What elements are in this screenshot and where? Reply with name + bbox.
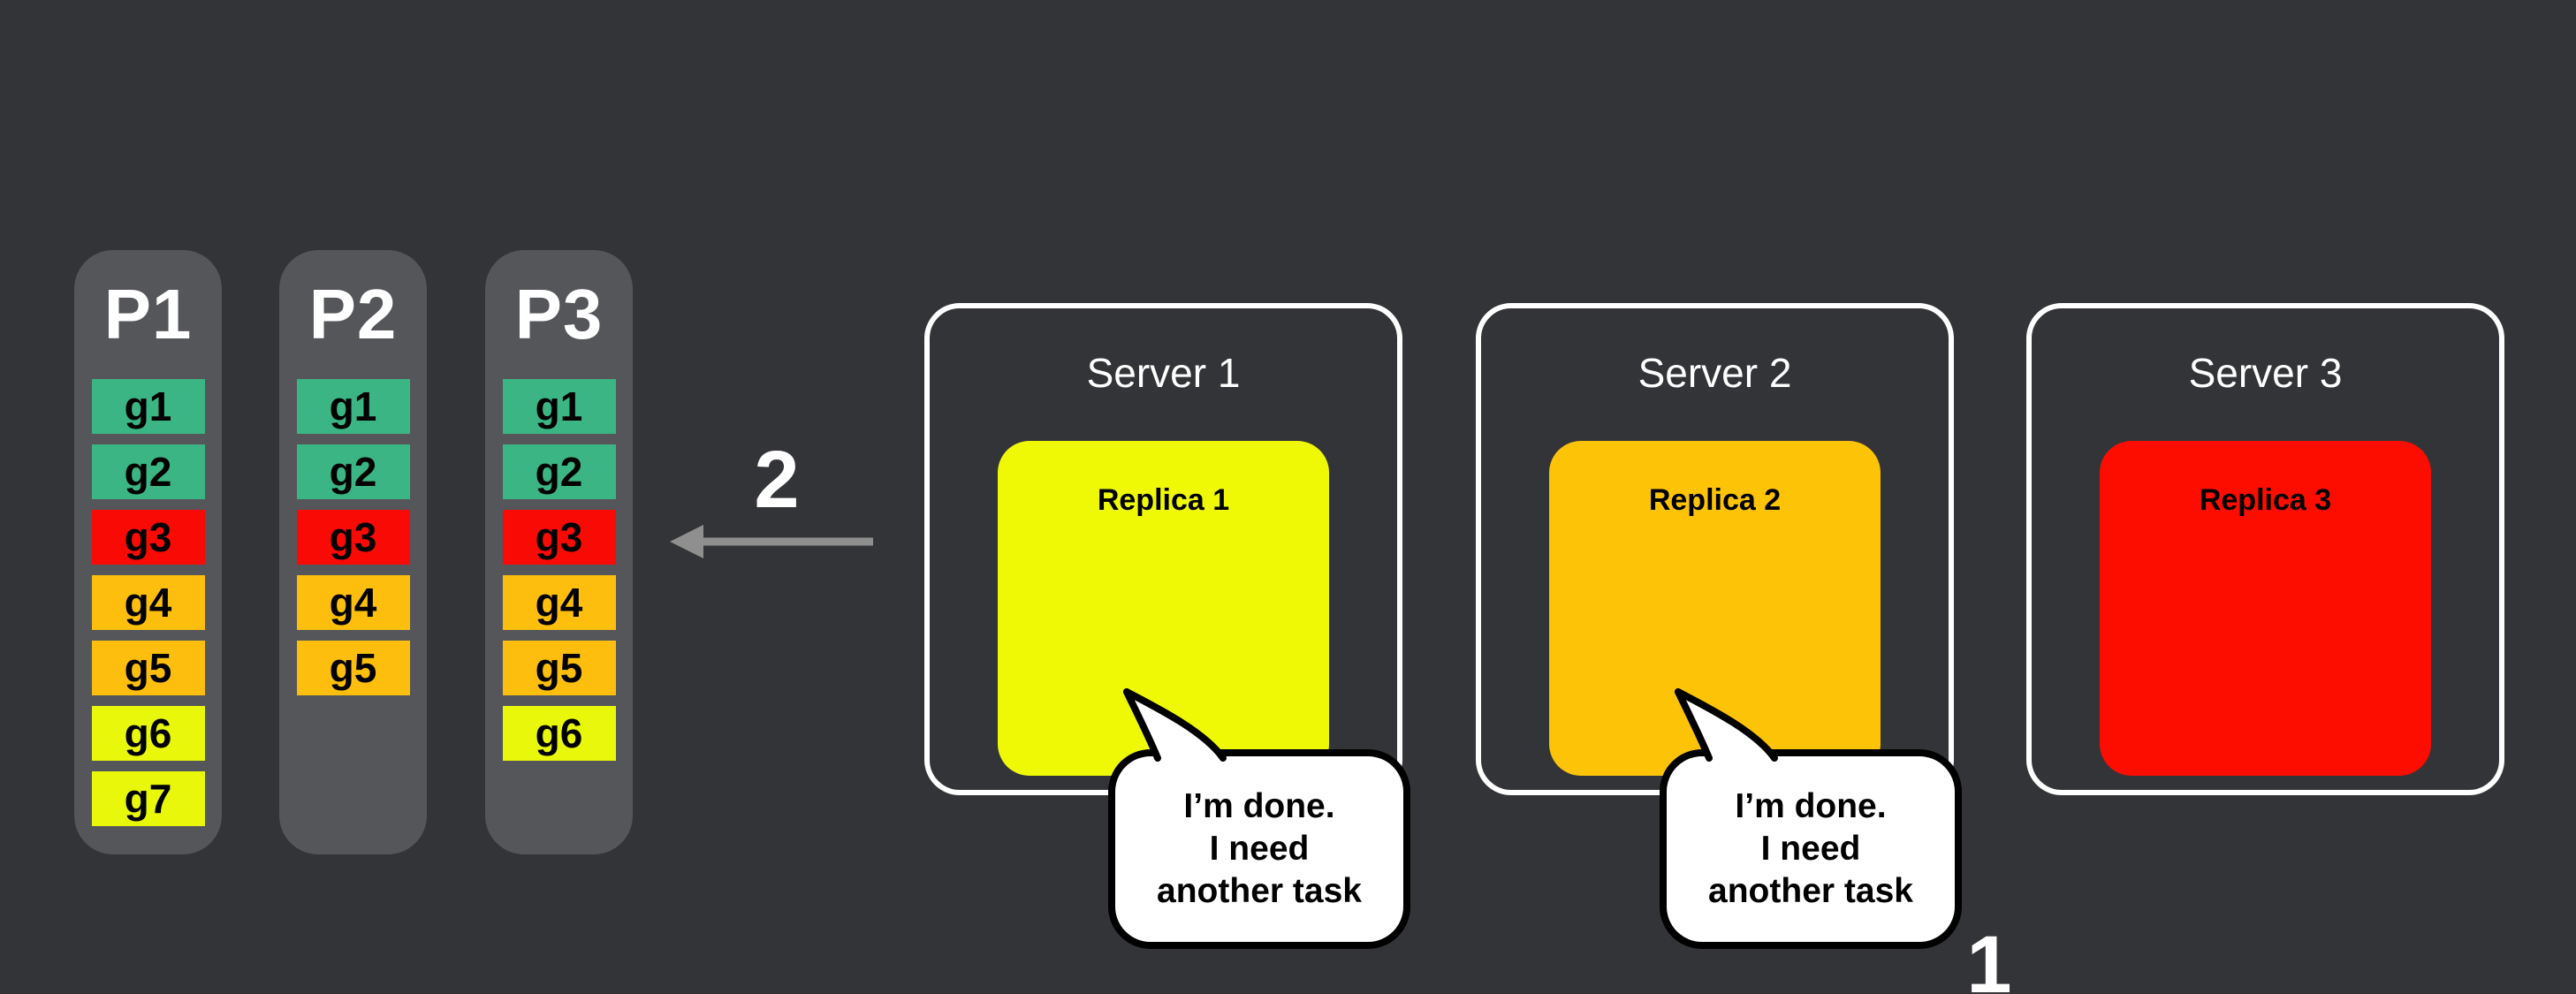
- task-block: g7: [91, 771, 205, 826]
- bubble-line: I need: [1209, 830, 1310, 868]
- bubble-line: I need: [1760, 830, 1861, 868]
- speech-bubble-replica-2: I’m done. I need another task: [1656, 682, 1965, 952]
- partition-title: P2: [308, 275, 398, 353]
- server-title: Server 3: [2188, 350, 2343, 396]
- server-3-box: Server 3 Replica 3: [2026, 303, 2504, 795]
- task-block: g4: [296, 575, 410, 630]
- speech-bubble-shape: [1108, 688, 1410, 949]
- bubble-line: another task: [1157, 872, 1362, 910]
- task-block: g2: [502, 444, 616, 499]
- speech-bubble-shape: [1660, 688, 1962, 949]
- partition-p3: P3 g1 g2 g3 g4 g5 g6: [485, 250, 633, 854]
- left-arrow-icon: [670, 525, 873, 558]
- speech-bubble-replica-1: I’m done. I need another task: [1105, 682, 1414, 952]
- task-block: g6: [91, 706, 205, 761]
- replica-label: Replica 1: [1097, 483, 1230, 517]
- task-list: g1 g2 g3 g4 g5 g6: [502, 379, 616, 761]
- task-block: g1: [296, 379, 410, 434]
- task-block: g2: [91, 444, 205, 499]
- bubble-text: I’m done. I need another task: [1112, 760, 1407, 938]
- step-1-label: 1: [1966, 920, 2012, 994]
- step-2-label: 2: [754, 435, 800, 525]
- task-block: g6: [502, 706, 616, 761]
- partition-title: P1: [103, 275, 193, 353]
- partition-title: P3: [514, 275, 604, 353]
- task-block: g2: [296, 444, 410, 499]
- task-block: g3: [296, 510, 410, 565]
- replica-label: Replica 2: [1648, 483, 1782, 517]
- bubble-line: another task: [1708, 872, 1913, 910]
- replica-1: Replica 1: [998, 441, 1329, 776]
- partition-p1: P1 g1 g2 g3 g4 g5 g6 g7: [74, 250, 222, 854]
- task-block: g1: [502, 379, 616, 434]
- bubble-line: I’m done.: [1183, 787, 1335, 825]
- bubble-line: I’m done.: [1735, 787, 1887, 825]
- partition-p2: P2 g1 g2 g3 g4 g5: [279, 250, 427, 854]
- task-block: g5: [296, 641, 410, 695]
- server-title: Server 1: [1086, 350, 1241, 396]
- task-block: g4: [502, 575, 616, 630]
- replica-label: Replica 3: [2199, 483, 2332, 517]
- task-block: g3: [91, 510, 205, 565]
- task-block: g5: [91, 641, 205, 695]
- task-list: g1 g2 g3 g4 g5 g6 g7: [91, 379, 205, 826]
- server-title: Server 2: [1638, 350, 1792, 396]
- task-block: g1: [91, 379, 205, 434]
- bubble-text: I’m done. I need another task: [1663, 760, 1958, 938]
- task-block: g5: [502, 641, 616, 695]
- task-block: g3: [502, 510, 616, 565]
- replica-3: Replica 3: [2100, 441, 2431, 776]
- task-list: g1 g2 g3 g4 g5: [296, 379, 410, 695]
- task-block: g4: [91, 575, 205, 630]
- server-1-box: Server 1 Replica 1: [924, 303, 1402, 795]
